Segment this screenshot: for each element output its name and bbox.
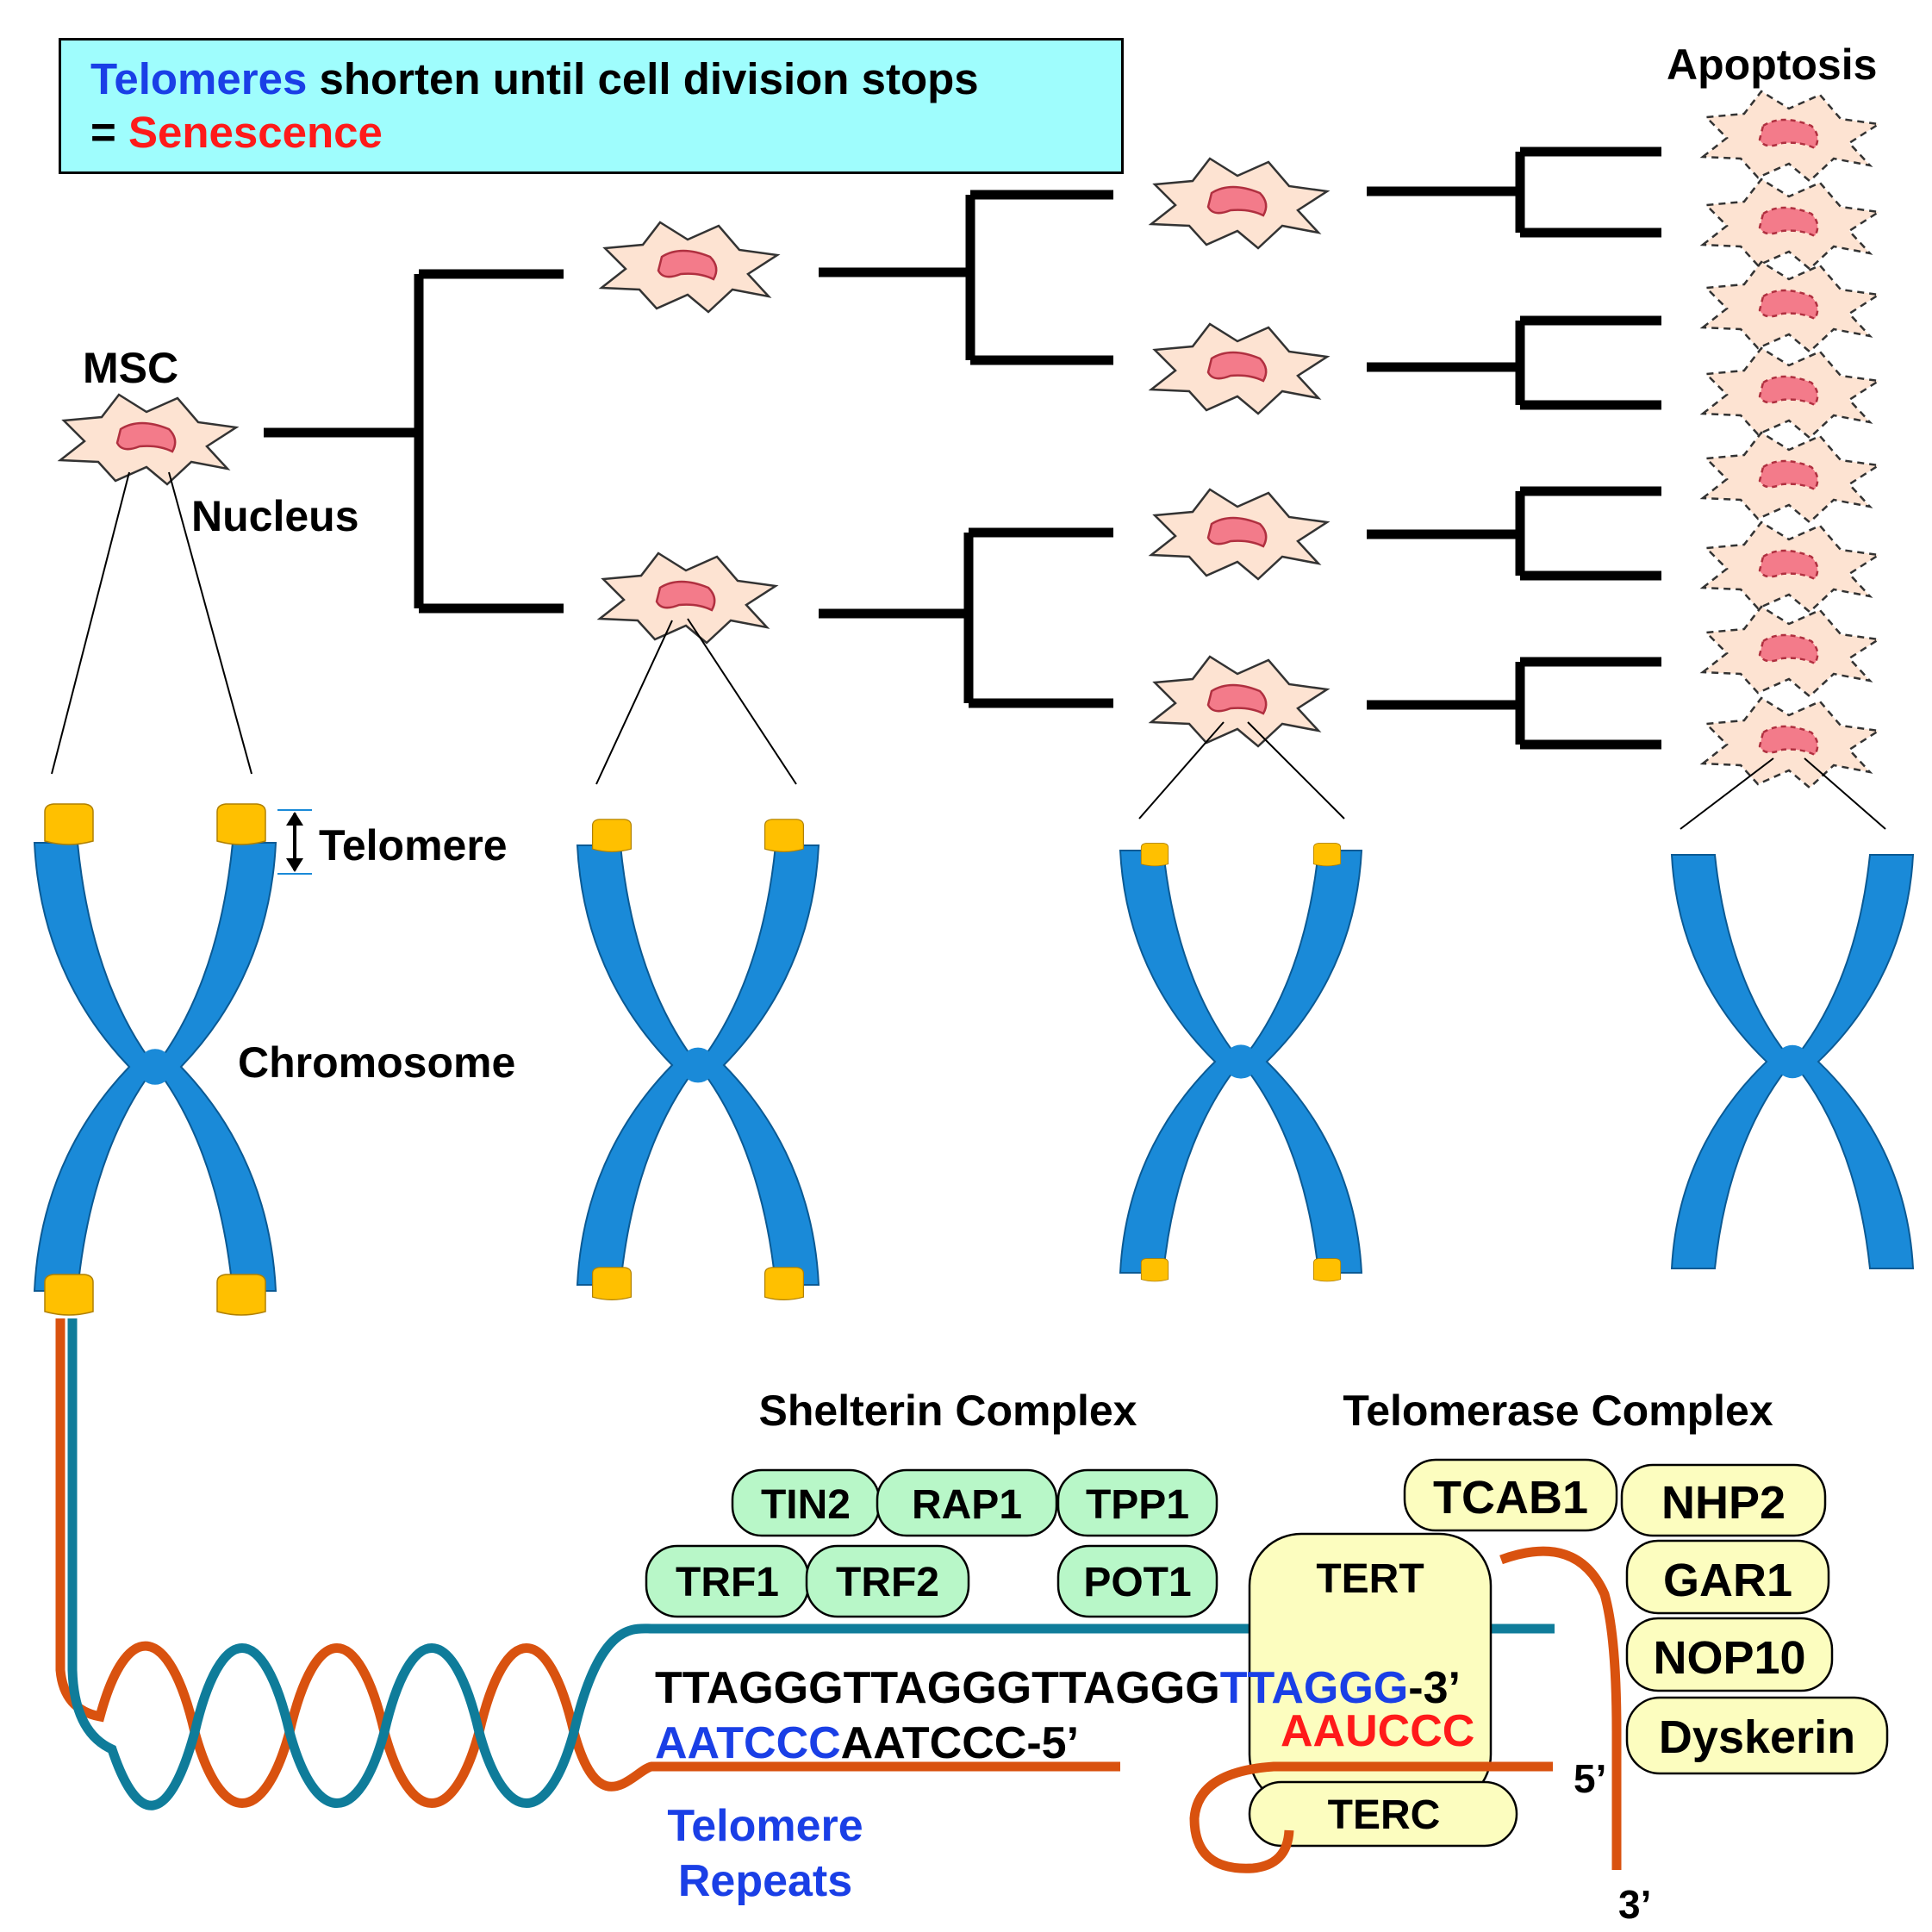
title-line2-prefix: = <box>90 108 128 157</box>
apoptotic-cell-7 <box>1701 605 1880 698</box>
bottom-strand-blue: AATCCC <box>655 1718 841 1768</box>
chromosome-label: Chromosome <box>238 1038 515 1087</box>
svg-text:TRF2: TRF2 <box>836 1560 939 1605</box>
cell-gen2-1 <box>1150 157 1329 250</box>
bottom-strand-black: AATCCC-5’ <box>841 1718 1079 1768</box>
msc-cell <box>59 393 238 486</box>
terc-pill <box>1248 1780 1518 1848</box>
telomere-length-indicator <box>277 809 312 875</box>
shelterin-trf1: TRF1 <box>645 1544 810 1618</box>
bottom-strand-sequence: AATCCCAATCCC-5’ <box>655 1718 1079 1768</box>
chromosome-2 <box>576 819 820 1301</box>
telomere-repeats-label-2: Repeats <box>678 1856 852 1906</box>
shelterin-complex-title: Shelterin Complex <box>759 1387 1137 1435</box>
zoom-lines <box>51 471 1886 830</box>
svg-text:TPP1: TPP1 <box>1086 1482 1189 1528</box>
terc-label: TERC <box>1328 1792 1441 1838</box>
cell-gen2-4 <box>1150 655 1329 748</box>
apoptosis-label: Apoptosis <box>1667 41 1877 89</box>
svg-text:TIN2: TIN2 <box>761 1482 851 1528</box>
nucleus-label: Nucleus <box>191 492 359 540</box>
telomerase-dyskerin: Dyskerin <box>1625 1696 1889 1775</box>
apoptotic-cell-8 <box>1701 696 1880 789</box>
shelterin-tpp1: TPP1 <box>1056 1468 1218 1537</box>
apoptotic-cell-4 <box>1701 346 1880 439</box>
top-strand-sequence: TTAGGGTTAGGGTTAGGGTTAGGG-3’ <box>655 1663 1461 1713</box>
shelterin-rap1: RAP1 <box>876 1468 1058 1537</box>
shelterin-tin2: TIN2 <box>731 1468 881 1537</box>
apoptotic-cell-6 <box>1701 520 1880 614</box>
five-prime-label: 5’ <box>1574 1756 1606 1801</box>
telomerase-gar1: GAR1 <box>1625 1539 1830 1615</box>
top-strand-end: -3’ <box>1408 1663 1461 1713</box>
shelterin-pot1: POT1 <box>1056 1544 1218 1618</box>
tert-label: TERT <box>1316 1556 1424 1602</box>
top-strand-blue: TTAGGG <box>1220 1663 1409 1713</box>
title-line1-rest: shorten until cell division stops <box>307 54 979 103</box>
telomerase-tcab1: TCAB1 <box>1403 1458 1618 1532</box>
svg-text:TCAB1: TCAB1 <box>1433 1472 1588 1524</box>
telomere-repeats-label-1: Telomere <box>667 1801 863 1851</box>
shelterin-trf2: TRF2 <box>805 1544 970 1618</box>
lineage-tree <box>264 146 1661 750</box>
svg-text:POT1: POT1 <box>1083 1560 1191 1605</box>
title-highlight-telomeres: Telomeres <box>90 54 308 103</box>
svg-text:RAP1: RAP1 <box>912 1482 1022 1528</box>
terc-rna-strand <box>1189 1546 1622 1873</box>
apoptotic-cell-2 <box>1701 178 1880 271</box>
telomerase-complex-title: Telomerase Complex <box>1343 1387 1773 1435</box>
telomerase-nop10: NOP10 <box>1625 1617 1834 1692</box>
title-box: Telomeres shorten until cell division st… <box>59 38 1124 174</box>
cell-gen1-top <box>600 221 779 314</box>
cell-gen2-2 <box>1150 322 1329 415</box>
msc-label: MSC <box>83 344 178 392</box>
cell-gen1-bottom <box>598 552 777 645</box>
apoptotic-cell-1 <box>1701 90 1880 183</box>
three-prime-label: 3’ <box>1618 1882 1651 1927</box>
telomere-label: Telomere <box>319 821 508 869</box>
apoptotic-cell-5 <box>1701 431 1880 524</box>
svg-text:Dyskerin: Dyskerin <box>1659 1711 1855 1763</box>
telomerase-nhp2: NHP2 <box>1620 1463 1827 1537</box>
telomere-dna <box>55 1318 1555 1810</box>
svg-text:TRF1: TRF1 <box>676 1560 779 1605</box>
svg-text:NOP10: NOP10 <box>1653 1632 1805 1684</box>
svg-text:GAR1: GAR1 <box>1663 1555 1792 1606</box>
svg-text:NHP2: NHP2 <box>1661 1477 1786 1529</box>
rna-template-sequence: AAUCCC <box>1281 1706 1474 1756</box>
chromosome-4 <box>1671 854 1914 1269</box>
cell-gen2-3 <box>1150 488 1329 581</box>
apoptotic-cell-3 <box>1701 260 1880 353</box>
title-highlight-senescence: Senescence <box>128 108 383 157</box>
chromosome-3 <box>1119 842 1362 1282</box>
top-strand-black: TTAGGGTTAGGGTTAGGG <box>655 1663 1220 1713</box>
